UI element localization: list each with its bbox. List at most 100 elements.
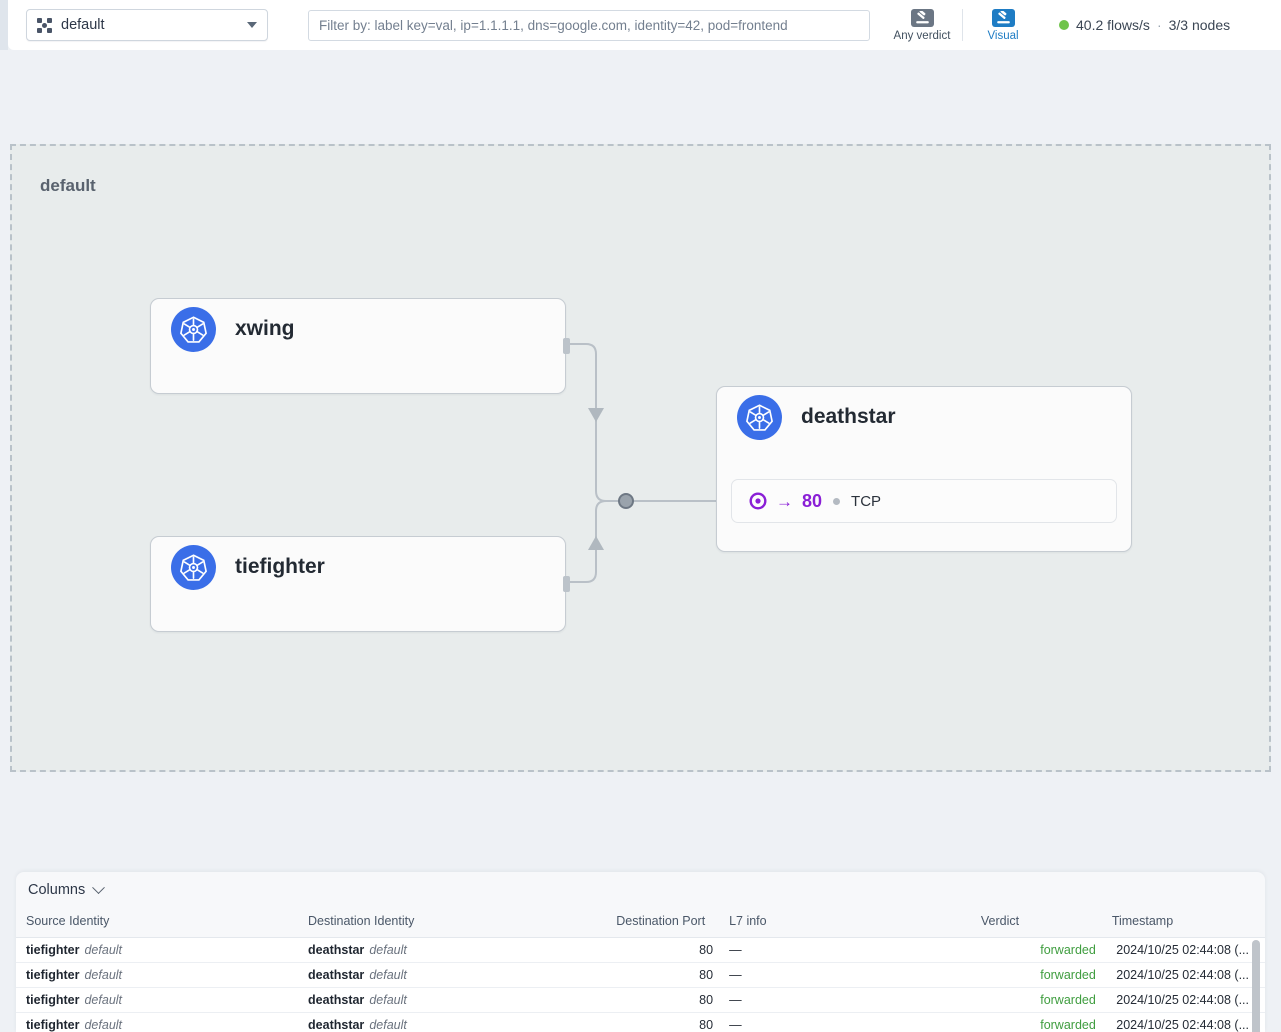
kubernetes-icon	[171, 306, 216, 352]
cell-destination-identity: deathstar default	[300, 937, 609, 963]
table-row[interactable]: tiefighter default deathstar default 80— forw…	[16, 937, 1265, 963]
visual-mode-button[interactable]: Visual	[969, 8, 1037, 42]
cell-destination-identity: deathstar default	[300, 1012, 609, 1032]
status-badge: forwarded	[1040, 943, 1096, 957]
status-separator: ·	[1156, 17, 1162, 33]
cell-timestamp: 2024/10/25 02:44:08 (...	[1103, 987, 1265, 1013]
flows-table: Source Identity Destination Identity Des…	[16, 908, 1265, 1032]
col-header-destination-identity[interactable]: Destination Identity	[300, 908, 609, 938]
port-protocol: TCP	[851, 492, 882, 510]
status-dot-green-icon	[1059, 20, 1069, 30]
cell-source-identity: tiefighter default	[16, 1012, 301, 1032]
cell-l7-info: —	[721, 987, 973, 1013]
table-row[interactable]: tiefighter default deathstar default 80— forw…	[16, 987, 1265, 1013]
service-node-xwing[interactable]: xwing	[150, 298, 570, 394]
verdict-filter-button[interactable]: Any verdict	[888, 8, 956, 42]
destination-identity-namespace: default	[369, 943, 407, 957]
namespace-icon	[37, 17, 52, 33]
cell-timestamp: 2024/10/25 02:44:08 (...	[1103, 962, 1265, 988]
destination-identity-name: deathstar	[308, 943, 365, 957]
destination-identity-namespace: default	[369, 993, 407, 1007]
status-badge: forwarded	[1040, 968, 1096, 982]
node-header: xwing	[151, 299, 565, 359]
cell-timestamp: 2024/10/25 02:44:08 (...	[1103, 1012, 1265, 1032]
col-header-destination-port[interactable]: Destination Port	[608, 908, 722, 938]
port-separator-dot	[833, 497, 841, 505]
columns-dropdown[interactable]: Columns	[16, 872, 1265, 908]
toolbar: default Any verdict	[8, 0, 1281, 50]
gavel-icon	[910, 8, 934, 27]
nodes-count: 3/3 nodes	[1168, 17, 1231, 33]
status-indicator: 40.2 flows/s · 3/3 nodes	[1059, 17, 1230, 33]
namespace-selector-value: default	[61, 17, 105, 33]
destination-identity-name: deathstar	[308, 1018, 365, 1032]
cell-verdict: forwarded	[972, 962, 1104, 988]
node-connector-handle[interactable]	[563, 338, 570, 354]
status-badge: forwarded	[1040, 1018, 1096, 1032]
source-identity-namespace: default	[84, 968, 123, 982]
cell-timestamp: 2024/10/25 02:44:08 (...	[1103, 937, 1265, 963]
flows-panel: Columns Source Identity Destination Iden…	[16, 872, 1265, 1032]
gavel-icon	[991, 8, 1015, 27]
cell-destination-port: 80	[608, 937, 722, 963]
visual-mode-label: Visual	[987, 29, 1019, 42]
toolbar-actions: Any verdict Visual	[888, 0, 1037, 50]
destination-identity-namespace: default	[369, 968, 407, 982]
cell-destination-port: 80	[608, 962, 722, 988]
cell-verdict: forwarded	[972, 937, 1104, 963]
node-title: tiefighter	[235, 555, 325, 578]
node-title: xwing	[235, 317, 295, 340]
col-header-timestamp[interactable]: Timestamp	[1103, 908, 1265, 938]
flows-scrollbar-thumb[interactable]	[1252, 940, 1260, 1032]
chevron-down-icon	[92, 880, 106, 894]
col-header-source-identity[interactable]: Source Identity	[16, 908, 301, 938]
source-identity-name: tiefighter	[26, 1018, 80, 1032]
cell-verdict: forwarded	[972, 987, 1104, 1013]
chevron-down-icon	[247, 22, 257, 28]
source-identity-namespace: default	[84, 943, 123, 957]
search-input[interactable]	[308, 9, 870, 41]
destination-identity-namespace: default	[369, 1018, 407, 1032]
source-identity-namespace: default	[84, 1018, 123, 1032]
cell-l7-info: —	[721, 1012, 973, 1032]
col-header-l7-info[interactable]: L7 info	[721, 908, 973, 938]
status-badge: forwarded	[1040, 993, 1096, 1007]
port-number: 80	[802, 490, 823, 511]
cell-verdict: forwarded	[972, 1012, 1104, 1032]
source-identity-name: tiefighter	[26, 943, 80, 957]
source-identity-namespace: default	[84, 993, 123, 1007]
flows-scrollbar[interactable]	[1251, 938, 1261, 1032]
service-map-canvas[interactable]: default	[0, 50, 1281, 1032]
namespace-selector[interactable]: default	[26, 9, 268, 41]
col-header-verdict[interactable]: Verdict	[972, 908, 1104, 938]
verdict-filter-label: Any verdict	[893, 29, 951, 42]
toolbar-divider	[962, 9, 963, 41]
cell-l7-info: —	[721, 937, 973, 963]
node-port-badge[interactable]: → 80 TCP	[731, 479, 1117, 523]
kubernetes-icon	[737, 394, 782, 440]
kubernetes-icon	[171, 544, 216, 590]
destination-identity-name: deathstar	[308, 993, 365, 1007]
source-identity-name: tiefighter	[26, 993, 80, 1007]
node-header: tiefighter	[151, 537, 565, 597]
cell-source-identity: tiefighter default	[16, 987, 301, 1013]
flows-rate: 40.2 flows/s	[1076, 17, 1150, 33]
service-node-deathstar[interactable]: deathstar → 80 TCP	[716, 386, 1132, 552]
flows-table-header: Source Identity Destination Identity Des…	[16, 908, 1265, 938]
cell-destination-port: 80	[608, 987, 722, 1013]
node-header: deathstar	[717, 387, 1131, 447]
node-title: deathstar	[801, 405, 896, 428]
columns-label: Columns	[28, 882, 86, 898]
target-icon	[749, 492, 767, 510]
cell-l7-info: —	[721, 962, 973, 988]
cell-destination-identity: deathstar default	[300, 987, 609, 1013]
node-connector-handle[interactable]	[563, 576, 570, 592]
service-node-tiefighter[interactable]: tiefighter	[150, 536, 570, 632]
namespace-group-label: default	[40, 176, 96, 195]
source-identity-name: tiefighter	[26, 968, 80, 982]
